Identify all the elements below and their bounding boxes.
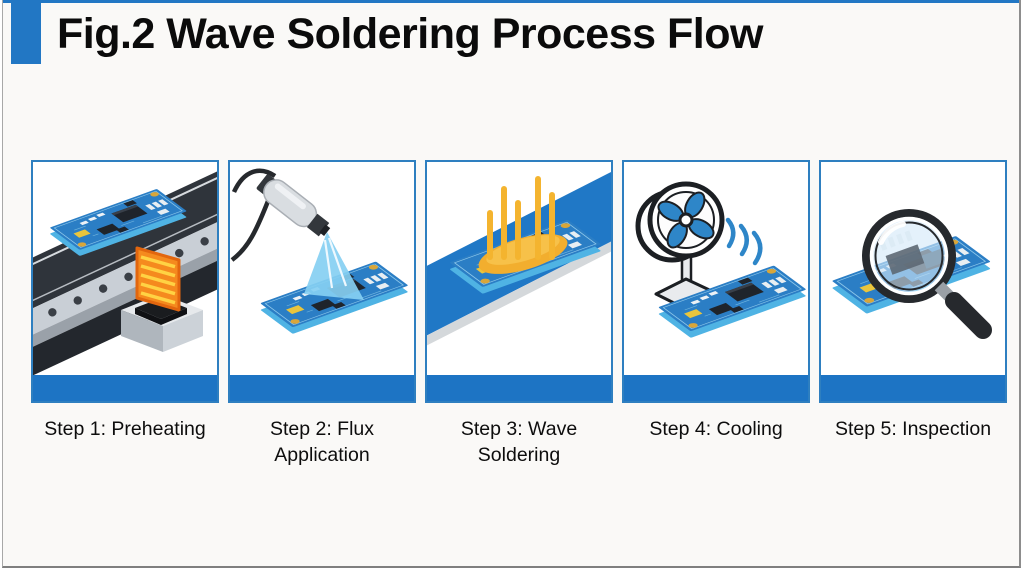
- conveyor-preheater-icon: [33, 162, 217, 375]
- title-accent-square: [11, 2, 41, 64]
- step-3-wave-soldering: Step 3: Wave Soldering: [425, 160, 613, 469]
- cooling-fan-icon: [624, 162, 808, 375]
- step-2-flux-application: Step 2: Flux Application: [228, 160, 416, 469]
- process-steps-row: Step 1: Preheating: [31, 160, 1007, 469]
- top-accent-bar: [3, 0, 1019, 3]
- card-bottom-bar: [33, 375, 217, 401]
- magnifying-glass-icon: [821, 162, 1005, 375]
- step-4-cooling: Step 4: Cooling: [622, 160, 810, 469]
- card-bottom-bar: [624, 375, 808, 401]
- card-bottom-bar: [821, 375, 1005, 401]
- step-label: Step 2: Flux Application: [269, 418, 375, 467]
- step-label: Step 3: Wave Soldering: [460, 418, 578, 467]
- card-bottom-bar: [427, 375, 611, 401]
- card-bottom-bar: [230, 375, 414, 401]
- step-card: [425, 160, 613, 403]
- step-card: [622, 160, 810, 403]
- step-card: [228, 160, 416, 403]
- step-card: [819, 160, 1007, 403]
- step-label: Step 4: Cooling: [649, 418, 783, 440]
- step-label: Step 5: Inspection: [834, 418, 992, 440]
- solder-wave-icon: [427, 162, 611, 375]
- step-5-inspection: Step 5: Inspection: [819, 160, 1007, 469]
- step-label: Step 1: Preheating: [44, 418, 206, 440]
- step-1-preheating: Step 1: Preheating: [31, 160, 219, 469]
- flux-spray-nozzle-icon: [230, 162, 414, 375]
- step-card: [31, 160, 219, 403]
- figure-title: Fig.2 Wave Soldering Process Flow: [57, 10, 763, 58]
